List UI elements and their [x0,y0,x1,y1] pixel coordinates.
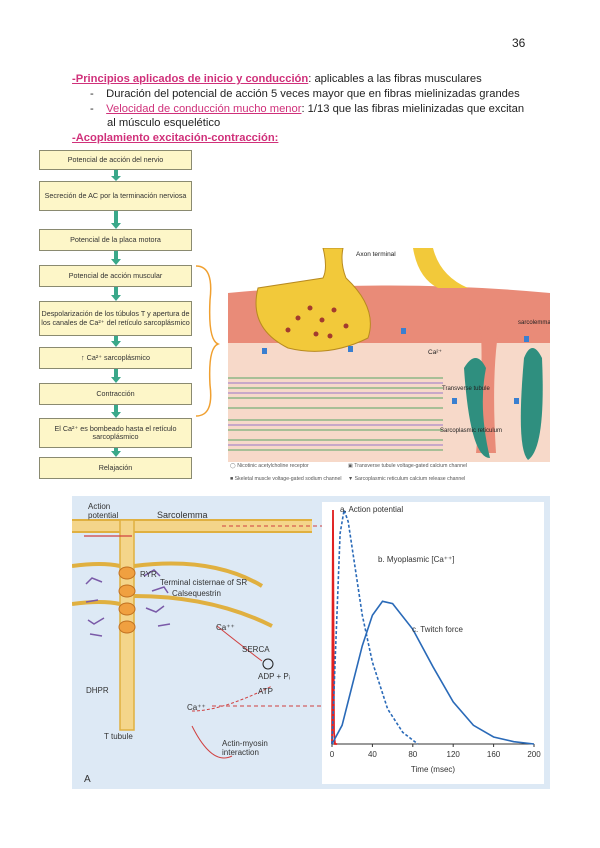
nmj-legend: ◯ Nicotinic acetylcholine receptor ▣ Tra… [230,463,468,482]
page-number: 36 [512,36,526,50]
ec-coupling-figure: Sarcolemma Action potential RYR Terminal… [72,496,550,789]
flow-step: ↑ Ca²⁺ sarcoplásmico [39,347,192,369]
flow-arrow [111,170,121,181]
section2-heading: -Acoplamiento excitación-contracción: [72,132,279,144]
label-calsequestrin: Calsequestrin [172,589,221,598]
x-tick-label: 200 [527,750,541,759]
label-sarcolemma: sarcolemma [518,320,550,326]
nmj-figure: Axon terminal sarcolemma Ca²⁺ Transverse… [228,248,550,462]
bullet1-text: Duración del potencial de acción 5 veces… [106,88,520,100]
label-ttubule: T tubule [104,732,133,741]
label-dhpr: DHPR [86,686,109,695]
flow-step: Secreción de AC por la terminación nervi… [39,181,192,211]
section1-heading-rest: : aplicables a las fibras musculares [308,73,482,85]
section1-heading: -Principios aplicados de inicio y conduc… [72,73,309,85]
flow-arrow [111,369,121,383]
flow-step: Contracción [39,383,192,405]
label-sr: Sarcoplasmic reticulum [440,428,502,434]
flow-step: El Ca²⁺ es bombeado hasta el retículo sa… [39,418,192,448]
label-actin-myosin: Actin-myosin interaction [222,739,268,757]
label-axon: Axon terminal [356,251,396,258]
bullet-1: - Duración del potencial de acción 5 vec… [90,88,520,100]
panel-a-label: A [84,774,91,785]
series-label: a. Action potential [340,505,403,514]
label-serca: SERCA [242,645,270,654]
flow-step: Relajación [39,457,192,479]
x-tick-label: 0 [330,750,335,759]
label-ryr: RYR [140,570,157,579]
label-cisternae: Terminal cisternae of SR [160,578,248,587]
legend-4: Sarcoplasmic reticulum calcium release c… [354,476,466,482]
label-sarcolemma-a: Sarcolemma [157,510,208,520]
flow-arrow [111,448,121,457]
x-tick-label: 80 [408,750,417,759]
flow-step: Potencial de la placa motora [39,229,192,251]
label-adp: ADP + Pᵢ [258,672,291,681]
bullet2-continued: al músculo esquelético [107,117,221,129]
section2-line: -Acoplamiento excitación-contracción: [72,131,278,145]
bullet-2: - Velocidad de conducción mucho menor: 1… [90,103,525,115]
series-action-potential [331,509,338,745]
flow-arrows [111,170,221,457]
flow-arrow [111,287,121,301]
x-axis-label: Time (msec) [411,765,455,774]
series-label: b. Myoplasmic [Ca⁺⁺] [378,555,454,564]
x-tick-label: 160 [487,750,501,759]
bullet2-rest: : 1/13 que las fibras mielinizadas que e… [301,103,525,115]
series-myoplasmic-ca [331,506,419,745]
label-ca: Ca²⁺ [428,349,442,356]
label-action-potential: Action potential [88,502,119,520]
x-tick-label: 120 [447,750,461,759]
flow-arrow [111,336,121,347]
x-tick-label: 40 [368,750,377,759]
flow-step: Despolarización de los túbulos T y apert… [39,301,192,336]
label-ca-1: Ca⁺⁺ [216,623,235,632]
flow-arrow [111,211,121,229]
series-twitch-force [331,600,535,745]
flow-arrow [111,251,121,265]
legend-2: Transverse tubule voltage-gated calcium … [354,463,468,469]
label-ca-2: Ca⁺⁺ [187,703,206,712]
label-ttubule: Transverse tubule [442,386,490,392]
legend-1: Nicotinic acetylcholine receptor [237,463,309,469]
label-atp: ATP [258,687,273,696]
flow-arrow [111,405,121,418]
panel-a-drawing: Sarcolemma [72,510,322,759]
section1-line: -Principios aplicados de inicio y conduc… [72,72,482,86]
brace [195,265,221,417]
series-label: c. Twitch force [412,625,464,634]
bullet2-link[interactable]: Velocidad de conducción mucho menor [106,103,302,115]
flow-step: Potencial de acción del nervio [39,150,192,170]
legend-3: Skeletal muscle voltage-gated sodium cha… [234,476,342,482]
flow-step: Potencial de acción muscular [39,265,192,287]
